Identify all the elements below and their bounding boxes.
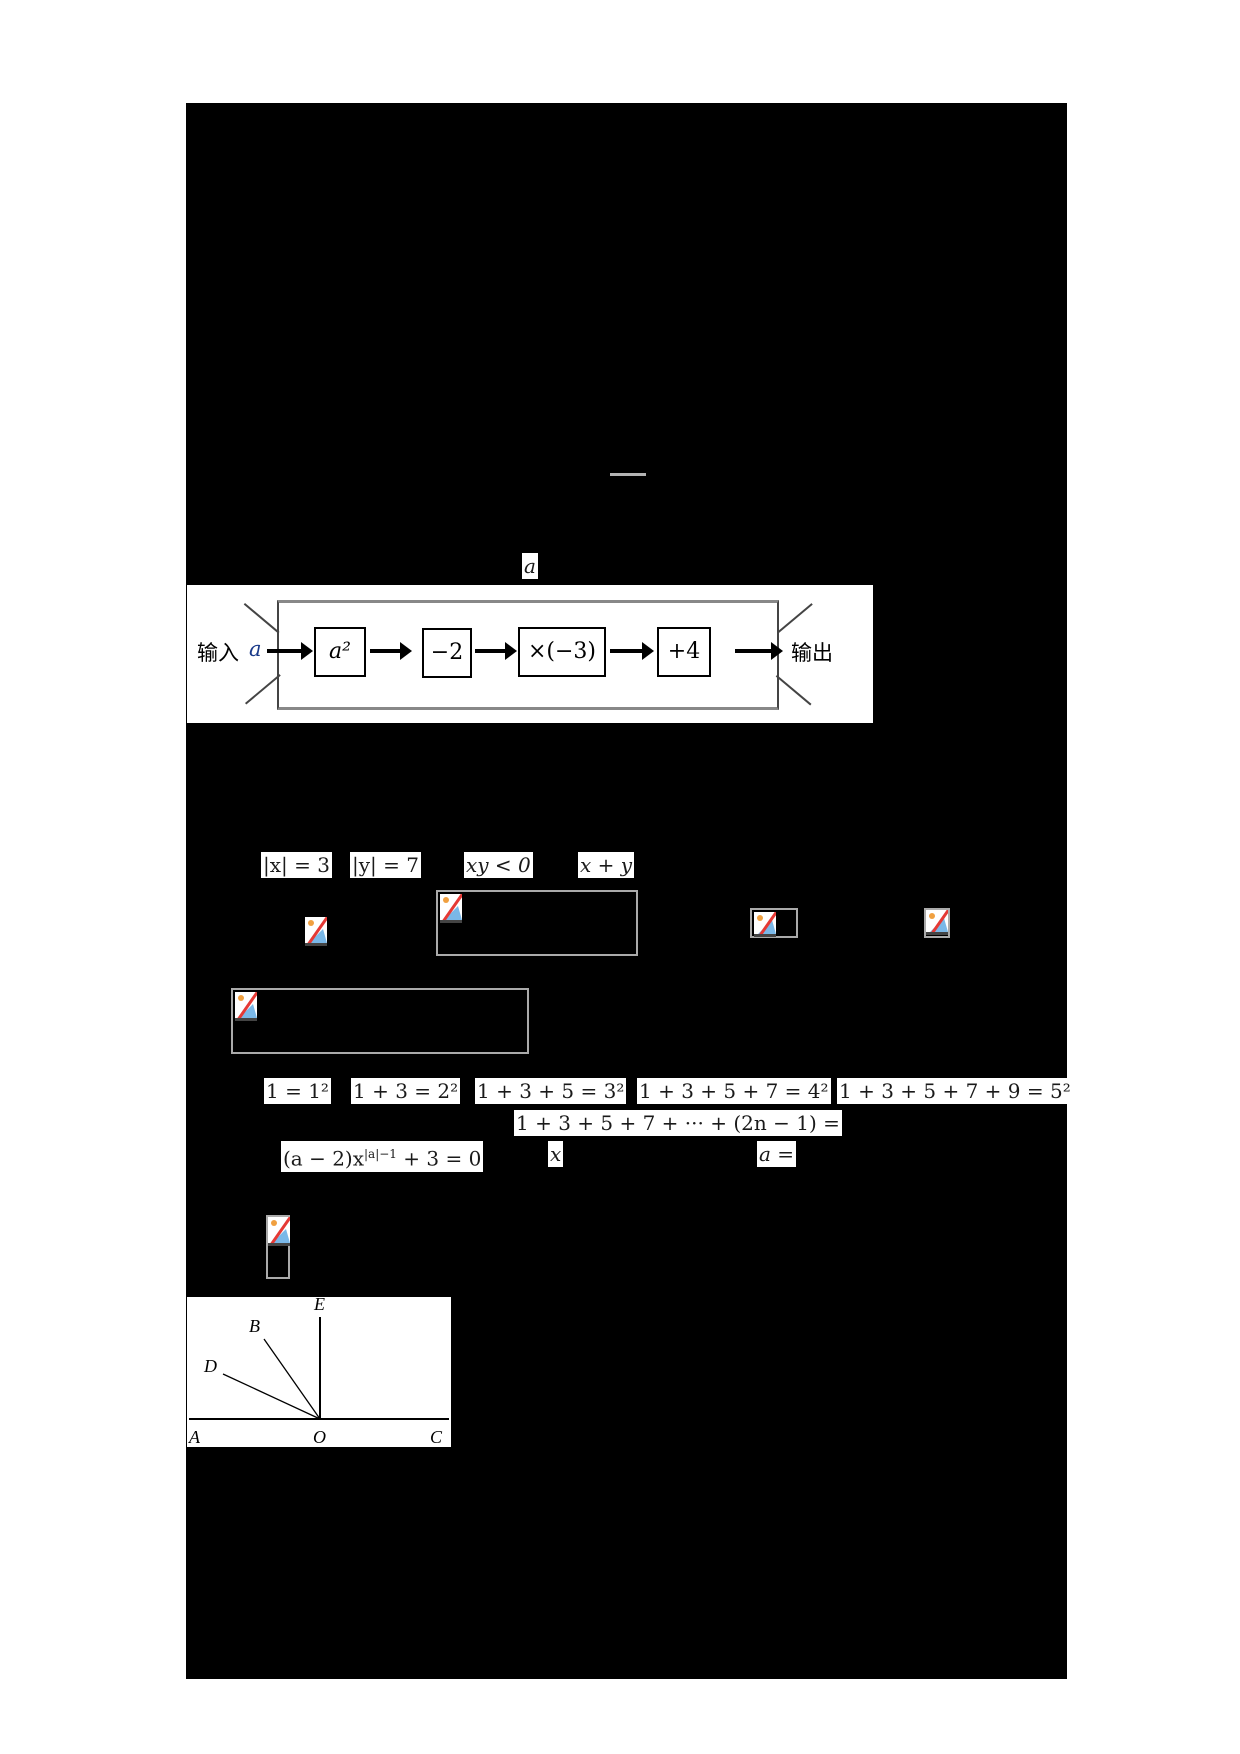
var-x: x — [548, 1141, 564, 1167]
arrow-icon — [475, 642, 517, 660]
x-plus-y: x + y — [578, 852, 635, 878]
linear-equation: (a − 2)x|a|−1 + 3 = 0 — [281, 1141, 484, 1172]
svg-text:E: E — [313, 1297, 325, 1314]
flow-diagram: 输入 a a² −2 ×(−3) +4 输出 — [187, 585, 873, 723]
tiny-text-artifact — [610, 473, 646, 476]
broken-image-icon — [235, 992, 257, 1021]
pattern-eq-5: 1 + 3 + 5 + 7 + 9 = 5² — [837, 1078, 1073, 1104]
step-square: a² — [314, 627, 366, 677]
var-a-label: a — [522, 553, 538, 579]
choice-b-image — [436, 890, 638, 956]
input-var: a — [249, 637, 262, 661]
frame-diagonal — [775, 675, 812, 706]
broken-image-icon — [926, 910, 948, 935]
svg-text:B: B — [249, 1316, 260, 1336]
step-minus-2: −2 — [422, 628, 472, 678]
abs-x-condition: |x| = 3 — [261, 852, 332, 878]
frame-diagonal — [777, 603, 813, 634]
step-times-neg3: ×(−3) — [518, 627, 606, 677]
svg-text:A: A — [188, 1427, 201, 1447]
choice-a-image — [305, 917, 329, 949]
wide-image — [231, 988, 529, 1054]
arrow-icon — [370, 642, 412, 660]
pattern-eq-1: 1 = 1² — [264, 1078, 331, 1104]
tall-image — [266, 1215, 290, 1279]
arrow-icon — [267, 642, 313, 660]
choice-d-image — [924, 908, 950, 938]
broken-image-icon — [754, 912, 776, 937]
pattern-general: 1 + 3 + 5 + 7 + ··· + (2n − 1) = — [514, 1110, 842, 1136]
arrow-icon — [610, 642, 654, 660]
broken-image-icon — [268, 1217, 290, 1246]
broken-image-icon — [305, 917, 327, 946]
frame-diagonal — [243, 603, 280, 634]
frame-diagonal — [245, 674, 281, 705]
step-plus-4: +4 — [657, 627, 711, 677]
abs-y-condition: |y| = 7 — [350, 852, 421, 878]
output-label: 输出 — [791, 641, 833, 665]
pattern-eq-2: 1 + 3 = 2² — [351, 1078, 461, 1104]
choice-c-image — [750, 908, 798, 938]
equation-tail: + 3 = 0 — [396, 1146, 482, 1171]
pattern-eq-3: 1 + 3 + 5 = 3² — [475, 1078, 627, 1104]
arrow-icon — [735, 642, 783, 660]
input-label: 输入 — [197, 641, 239, 665]
equation-exponent: |a|−1 — [364, 1147, 397, 1161]
svg-text:O: O — [313, 1427, 326, 1447]
svg-text:D: D — [203, 1356, 217, 1376]
angle-diagram: E B D A O C — [188, 1294, 449, 1447]
equation-base: (a − 2)x — [283, 1146, 365, 1171]
xy-condition: xy < 0 — [464, 852, 533, 878]
geometry-figure: E B D A O C — [187, 1294, 451, 1447]
pattern-eq-4: 1 + 3 + 5 + 7 = 4² — [637, 1078, 831, 1104]
svg-text:C: C — [430, 1427, 443, 1447]
answer-a-equals: a = — [757, 1141, 797, 1167]
broken-image-icon — [440, 894, 462, 923]
